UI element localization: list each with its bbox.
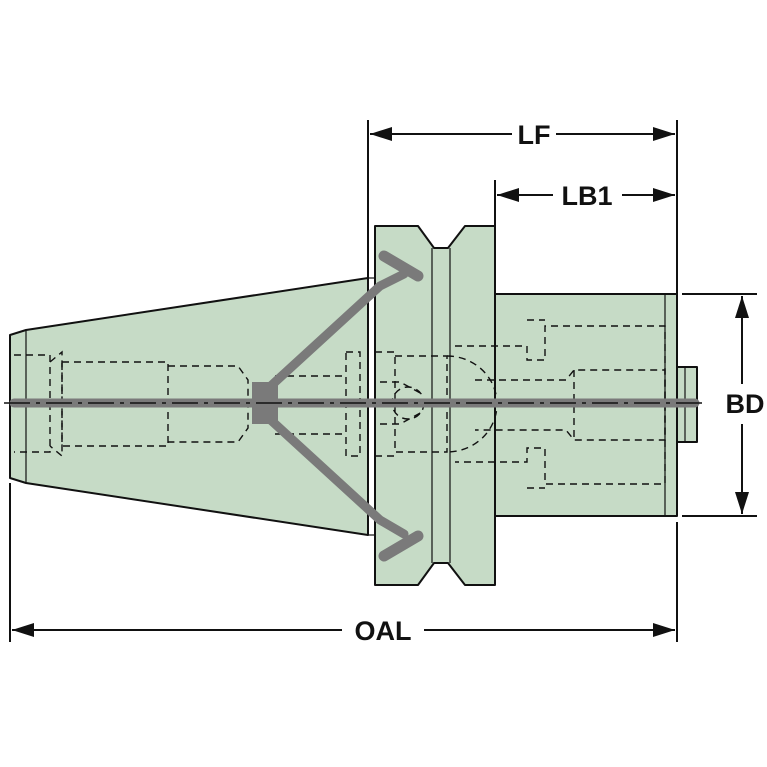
- coolant-v-upper: [257, 269, 409, 399]
- lb1-arrow-left: [497, 188, 519, 202]
- lf-arrow-left: [370, 127, 392, 141]
- dimension-lf: LF: [367, 120, 678, 294]
- oal-arrow-left: [12, 623, 34, 637]
- bd-arrow-bottom: [735, 492, 749, 514]
- coolant-port-lower: [378, 530, 424, 562]
- flange-bore: [375, 351, 395, 457]
- coolant-port-upper: [378, 250, 424, 282]
- dimension-oal: OAL: [9, 483, 678, 646]
- bd-arrow-top: [735, 296, 749, 318]
- oal-label: OAL: [355, 616, 412, 646]
- lb1-label: LB1: [561, 181, 612, 211]
- coolant-v-lower: [257, 407, 409, 539]
- nose-bore-step: [527, 319, 545, 489]
- oal-arrow-right: [653, 623, 675, 637]
- set-screw-cone: [380, 381, 425, 425]
- bd-label: BD: [726, 389, 765, 419]
- dimension-bd: BD: [682, 293, 765, 517]
- dimension-lb1: LB1: [494, 180, 675, 226]
- lf-label: LF: [518, 120, 551, 150]
- lf-arrow-right: [653, 127, 675, 141]
- lb1-arrow-right: [653, 188, 675, 202]
